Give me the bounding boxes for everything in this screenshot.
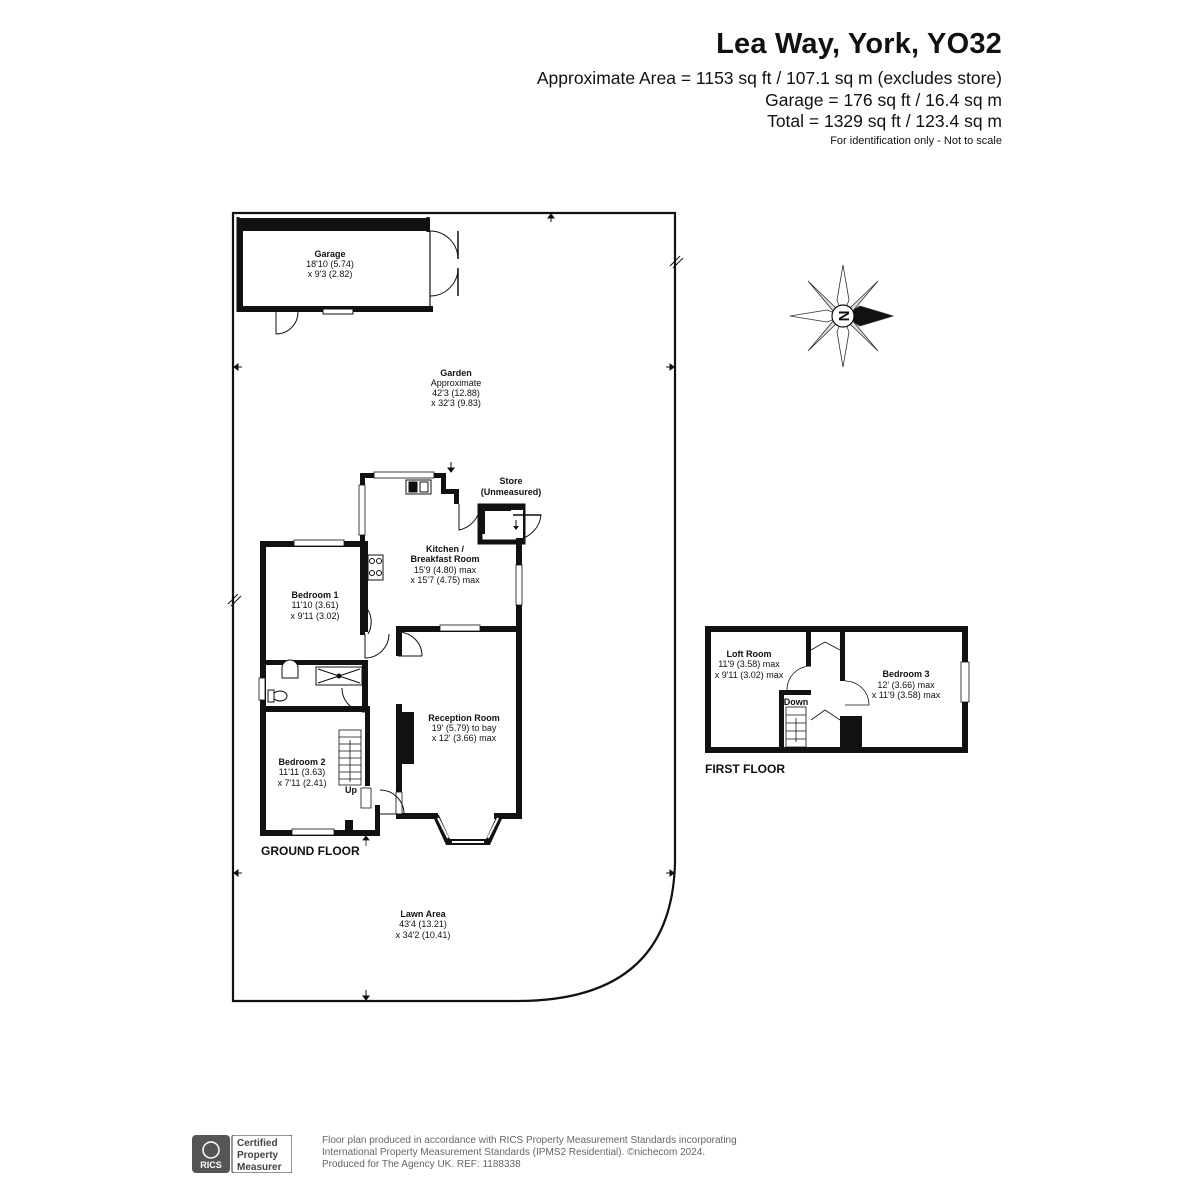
doors xyxy=(341,504,481,815)
garage xyxy=(236,217,459,335)
footer-line-2: International Property Measurement Stand… xyxy=(322,1147,706,1159)
rics-logo-icon xyxy=(202,1141,220,1159)
svg-text:18'10 (5.74): 18'10 (5.74) xyxy=(306,259,354,269)
svg-text:Property: Property xyxy=(237,1150,279,1161)
svg-text:x 15'7 (4.75) max: x 15'7 (4.75) max xyxy=(410,575,480,585)
svg-text:Lawn Area: Lawn Area xyxy=(400,909,446,919)
room-label-bedroom-2: Bedroom 2 11'11 (3.63) x 7'11 (2.41) xyxy=(277,757,326,788)
compass-letter: N xyxy=(836,311,853,322)
svg-text:RICS: RICS xyxy=(200,1160,222,1170)
approximate-area: Approximate Area = 1153 sq ft / 107.1 sq… xyxy=(536,68,1002,88)
windows xyxy=(258,471,523,836)
room-label-bedroom-3: Bedroom 3 12' (3.66) max x 11'9 (3.58) m… xyxy=(872,669,941,700)
kitchen-fittings xyxy=(367,462,455,581)
room-label-store: Store (Unmeasured) xyxy=(481,476,542,497)
total-area: Total = 1329 sq ft / 123.4 sq m xyxy=(767,111,1002,131)
property-title: Lea Way, York, YO32 xyxy=(716,28,1002,60)
footer-line-3: Produced for The Agency UK. REF: 1188338 xyxy=(322,1159,521,1171)
room-label-bedroom-1: Bedroom 1 11'10 (3.61) x 9'11 (3.02) xyxy=(290,590,339,621)
rics-badge: RICS Certified Property Measurer xyxy=(192,1134,293,1174)
garage-area: Garage = 176 sq ft / 16.4 sq m xyxy=(765,90,1002,110)
footer-notice: Floor plan produced in accordance with R… xyxy=(322,1135,802,1172)
boundary-markers xyxy=(227,213,684,1001)
svg-text:11'10 (3.61): 11'10 (3.61) xyxy=(291,600,338,610)
svg-text:x 11'9 (3.58) max: x 11'9 (3.58) max xyxy=(872,690,941,700)
svg-text:Loft Room: Loft Room xyxy=(727,649,772,659)
svg-text:(Unmeasured): (Unmeasured) xyxy=(481,487,542,497)
svg-text:11'11 (3.63): 11'11 (3.63) xyxy=(279,767,325,777)
footer-line-1: Floor plan produced in accordance with R… xyxy=(322,1135,737,1146)
store xyxy=(477,503,542,545)
svg-text:Bedroom 2: Bedroom 2 xyxy=(278,757,325,767)
svg-text:x 7'11 (2.41): x 7'11 (2.41) xyxy=(277,778,326,788)
ground-floor-label: GROUND FLOOR xyxy=(261,844,360,858)
room-label-loft: Loft Room 11'9 (3.58) max x 9'11 (3.02) … xyxy=(715,649,784,680)
svg-text:x 9'11 (3.02): x 9'11 (3.02) xyxy=(290,611,339,621)
compass-icon xyxy=(789,264,895,368)
svg-text:Certified: Certified xyxy=(237,1138,278,1149)
svg-text:Garden: Garden xyxy=(440,368,472,378)
svg-text:Store: Store xyxy=(499,476,522,486)
first-floor-label: FIRST FLOOR xyxy=(705,762,785,776)
svg-text:x 12' (3.66) max: x 12' (3.66) max xyxy=(432,733,497,743)
svg-text:x 9'3 (2.82): x 9'3 (2.82) xyxy=(308,269,353,279)
svg-text:Bedroom 3: Bedroom 3 xyxy=(882,669,929,679)
room-label-garden: Garden Approximate 42'3 (12.88) x 32'3 (… xyxy=(431,368,482,408)
svg-text:Reception Room: Reception Room xyxy=(428,713,500,723)
svg-text:11'9 (3.58) max: 11'9 (3.58) max xyxy=(718,659,780,669)
svg-text:x 32'3 (9.83): x 32'3 (9.83) xyxy=(431,398,481,408)
svg-text:Bedroom 1: Bedroom 1 xyxy=(291,590,338,600)
svg-text:Garage: Garage xyxy=(314,249,345,259)
svg-text:15'9 (4.80) max: 15'9 (4.80) max xyxy=(414,565,477,575)
room-label-kitchen: Kitchen / Breakfast Room 15'9 (4.80) max… xyxy=(410,544,480,585)
plot-boundary xyxy=(231,211,677,1003)
first-floor-details xyxy=(785,641,970,748)
bathroom-fittings xyxy=(267,659,363,703)
stairs-down-label: Down xyxy=(784,697,809,707)
svg-text:Breakfast Room: Breakfast Room xyxy=(410,554,479,564)
room-label-lawn: Lawn Area 43'4 (13.21) x 34'2 (10.41) xyxy=(396,909,451,940)
bay-window xyxy=(433,814,503,845)
svg-text:x 9'11 (3.02) max: x 9'11 (3.02) max xyxy=(715,670,784,680)
identification-note: For identification only - Not to scale xyxy=(830,135,1002,147)
svg-text:x 34'2 (10.41): x 34'2 (10.41) xyxy=(396,930,451,940)
svg-text:Approximate: Approximate xyxy=(431,378,482,388)
svg-text:Kitchen /: Kitchen / xyxy=(426,544,465,554)
svg-text:19' (5.79) to bay: 19' (5.79) to bay xyxy=(432,723,497,733)
svg-text:42'3 (12.88): 42'3 (12.88) xyxy=(432,388,480,398)
svg-text:Measurer: Measurer xyxy=(237,1162,282,1173)
svg-text:43'4 (13.21): 43'4 (13.21) xyxy=(399,919,447,929)
room-label-reception: Reception Room 19' (5.79) to bay x 12' (… xyxy=(428,713,500,743)
svg-text:12' (3.66) max: 12' (3.66) max xyxy=(877,680,935,690)
room-label-garage: Garage 18'10 (5.74) x 9'3 (2.82) xyxy=(306,249,354,279)
stairs-up-label: Up xyxy=(345,785,357,795)
ground-stairs xyxy=(338,729,372,846)
